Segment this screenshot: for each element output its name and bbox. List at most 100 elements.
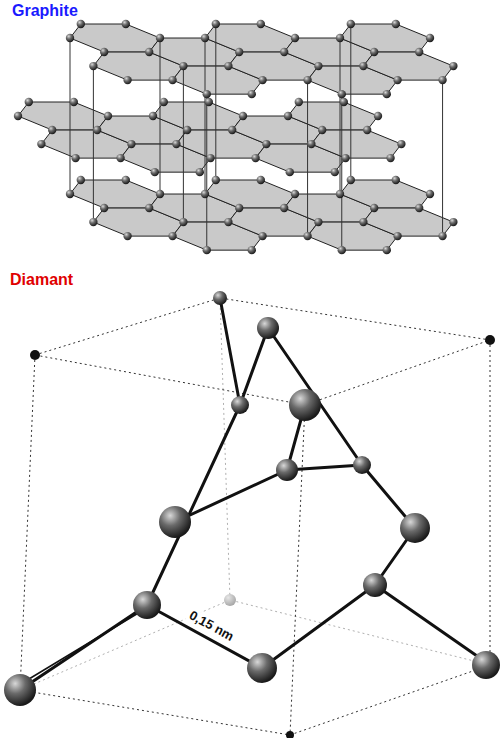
carbon-atom (71, 154, 79, 162)
carbon-atom (100, 204, 108, 212)
carbon-atom (203, 246, 211, 254)
carbon-atoms (14, 98, 406, 177)
carbon-atom (127, 140, 135, 148)
carbon-atom (363, 126, 371, 134)
carbon-atom (172, 140, 180, 148)
carbon-atom (183, 126, 191, 134)
bond (287, 465, 362, 470)
hexagon (153, 102, 243, 130)
carbon-atom (392, 176, 400, 184)
figure-heading: Diamant (10, 271, 73, 289)
bond (24, 612, 140, 682)
interlayer-line (340, 38, 341, 194)
carbon-atom (392, 20, 400, 28)
carbon-atom (386, 154, 394, 162)
carbon-atom (179, 62, 187, 70)
interlayer-line (350, 24, 351, 180)
carbon-atom (77, 176, 85, 184)
atoms (4, 291, 500, 738)
carbon-atom (224, 218, 232, 226)
carbon-atom (179, 218, 187, 226)
carbon-atom (257, 176, 265, 184)
carbon-atom (415, 48, 423, 56)
carbon-atom (415, 204, 423, 212)
carbon-atom (336, 190, 344, 198)
carbon-atom (359, 218, 367, 226)
carbon-atom (156, 190, 164, 198)
hexagon (311, 130, 401, 158)
carbon-atom (374, 112, 382, 120)
graphene-sheet (70, 180, 453, 250)
carbon-atom (145, 204, 153, 212)
carbon-atom (116, 154, 124, 162)
carbon-atom (156, 34, 164, 42)
atom (363, 573, 387, 597)
carbon-atom (203, 90, 211, 98)
corner-dot (286, 731, 294, 738)
carbon-atom (359, 62, 367, 70)
atom (276, 459, 298, 481)
carbon-atoms (66, 176, 458, 255)
carbon-atom (426, 190, 434, 198)
carbon-atom (280, 48, 288, 56)
carbon-atom (122, 20, 130, 28)
bond (268, 328, 362, 465)
cube-edge (20, 298, 490, 735)
atom (159, 506, 191, 538)
hexagon (288, 102, 378, 130)
carbon-atom (206, 154, 214, 162)
carbon-atom (393, 232, 401, 240)
carbon-atom (336, 34, 344, 42)
carbon-atom (314, 62, 322, 70)
atom (353, 456, 371, 474)
carbon-atom (370, 204, 378, 212)
hexagon (340, 24, 430, 52)
interlayer-line (160, 38, 161, 194)
carbon-atom (123, 232, 131, 240)
hexagon (18, 102, 108, 130)
carbon-atom (160, 98, 168, 106)
carbon-atom (251, 154, 259, 162)
diamond-lattice (4, 291, 500, 738)
carbon-atom (347, 20, 355, 28)
interlayer-line (93, 66, 94, 222)
interlayer-lines (70, 24, 443, 250)
carbon-atom (397, 140, 405, 148)
carbon-atom (48, 126, 56, 134)
interlayer-line (206, 94, 207, 250)
carbon-atom (168, 76, 176, 84)
carbon-atom (303, 232, 311, 240)
atom (213, 291, 227, 305)
carbon-atom (303, 76, 311, 84)
carbon-atom (258, 76, 266, 84)
carbon-atom (123, 76, 131, 84)
interlayer-line (183, 66, 184, 222)
carbon-atom (212, 20, 220, 28)
carbon-atom (286, 168, 294, 176)
corner-dot (485, 335, 495, 345)
bonds (20, 298, 490, 690)
atom (4, 674, 36, 706)
carbon-atom (383, 246, 391, 254)
carbon-atom (77, 20, 85, 28)
carbon-atom (104, 112, 112, 120)
carbon-atom (347, 176, 355, 184)
atom (257, 317, 279, 339)
graphene-sheet (18, 102, 401, 172)
carbon-atom (426, 34, 434, 42)
carbon-atom (224, 62, 232, 70)
interlayer-line (307, 80, 308, 236)
carbon-atom (248, 90, 256, 98)
hexagon (70, 24, 160, 52)
carbon-atom (205, 98, 213, 106)
carbon-atom (168, 232, 176, 240)
bond (262, 585, 375, 668)
interlayer-line (70, 38, 71, 194)
carbon-atom (89, 62, 97, 70)
carbon-atom (314, 218, 322, 226)
interlayer-line (215, 24, 216, 180)
carbon-atom (340, 98, 348, 106)
carbon-atom (228, 126, 236, 134)
carbon-atom (307, 140, 315, 148)
